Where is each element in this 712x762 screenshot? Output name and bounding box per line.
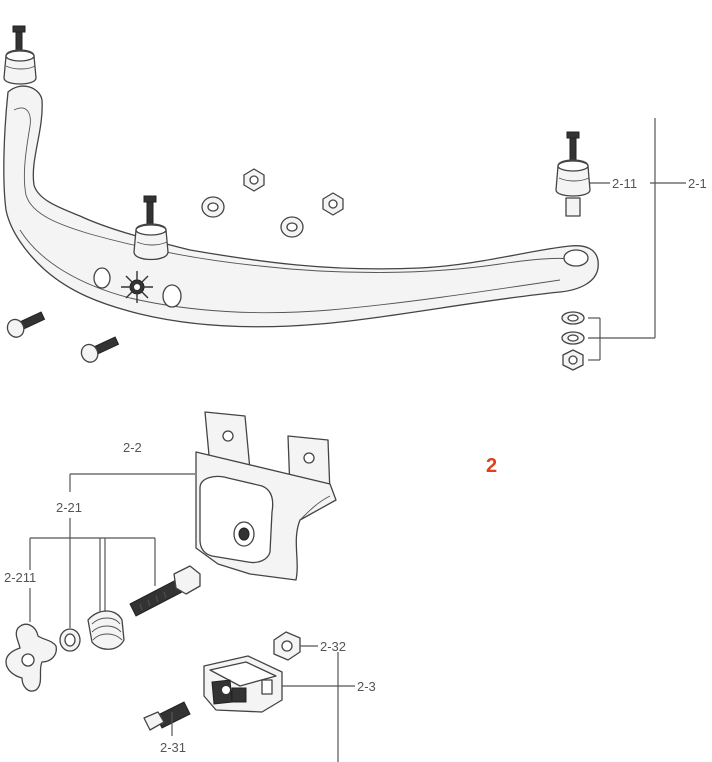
callout-2-1: 2-1: [688, 176, 707, 191]
spring-coil: [87, 610, 125, 650]
mount-bracket-2-2: [195, 411, 337, 581]
leader-lines-2-1: [588, 118, 686, 361]
callout-2-211: 2-211: [4, 570, 36, 585]
nut: [243, 168, 265, 192]
bolt: [80, 336, 120, 363]
leader-lines-2-2: [29, 473, 195, 628]
crossmember-beam: [3, 85, 599, 328]
beam-end-hole: [563, 249, 589, 267]
rubber-mount-2-11: [555, 131, 591, 217]
hex-nut-2-32: [273, 631, 301, 661]
hex-bolt: [129, 565, 201, 617]
flat-washer: [59, 628, 81, 652]
callout-2-3: 2-3: [357, 679, 376, 694]
clamp-block-2-3: [203, 655, 283, 713]
rubber-mount-center: [133, 195, 169, 261]
bolt: [6, 311, 46, 338]
star-knob-2-211: [5, 623, 57, 692]
washer-stack: [561, 311, 585, 371]
stud-bolt-2-31: [143, 701, 191, 731]
callout-2-21: 2-21: [56, 500, 82, 515]
leader-lines-2-3: [171, 645, 355, 762]
nut: [322, 192, 344, 216]
washer: [280, 216, 304, 238]
callout-2-2: 2-2: [123, 440, 142, 455]
figure-number: 2: [486, 455, 497, 477]
sparkle-mark-icon: [121, 271, 153, 303]
washer: [201, 196, 225, 218]
callout-2-11: 2-11: [612, 176, 637, 191]
beam-hole-left: [93, 267, 111, 289]
callout-2-32: 2-32: [320, 639, 346, 654]
callout-2-31: 2-31: [160, 740, 186, 755]
beam-hole-right: [162, 284, 182, 308]
rubber-mount-top-left: [3, 25, 37, 85]
